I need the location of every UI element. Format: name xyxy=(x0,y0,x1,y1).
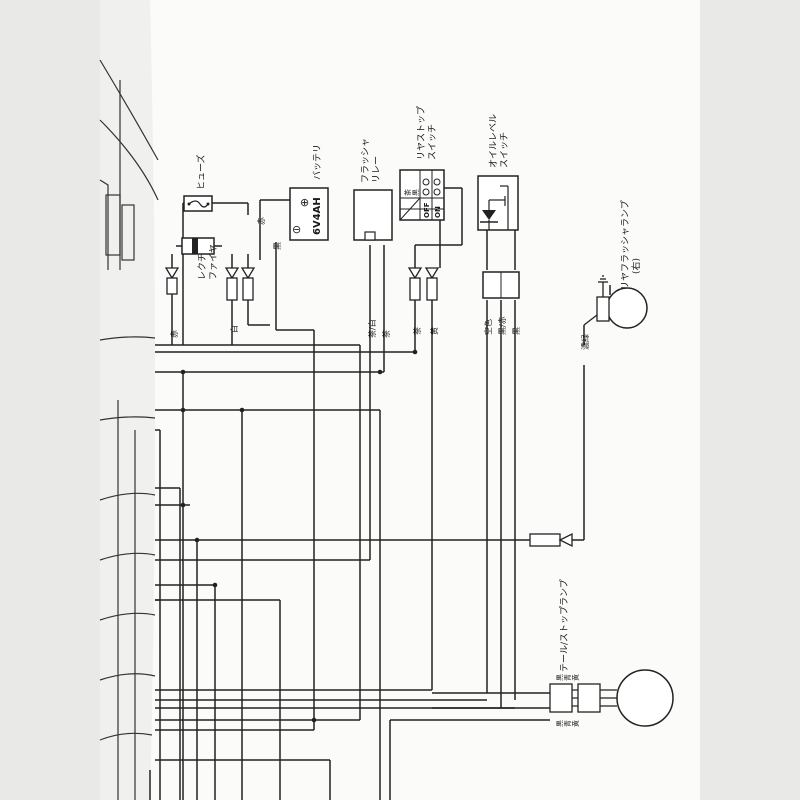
battery-label: バッテリ xyxy=(312,144,323,180)
flasher-connector xyxy=(529,532,573,548)
wire-label-rect-white: 白 xyxy=(229,325,239,333)
wire-label-flasher-green: 濃緑 xyxy=(580,334,590,350)
wire-label-stop-yellow: 黄 xyxy=(429,327,439,335)
right-margin xyxy=(700,0,800,800)
tail-stop-lamp-component xyxy=(549,669,674,727)
battery-minus: ⊖ xyxy=(292,223,301,236)
rear-stop-switch-component xyxy=(399,169,445,301)
left-page-partial xyxy=(99,59,159,800)
wire-label-oil-black-red: 黒/赤 xyxy=(498,316,507,335)
rear-flasher-lamp-component xyxy=(583,275,648,329)
wire-label-batt-black: 黒 xyxy=(273,242,282,250)
switch-header-black: 黒 xyxy=(412,189,420,196)
rear-flasher-lamp-label: リヤフラッシャランプ(右) xyxy=(620,200,642,290)
rear-stop-switch-label: リヤストップスイッチ xyxy=(416,106,438,160)
wire-label-relay-brown: 茶 xyxy=(381,330,391,338)
paper-page xyxy=(100,0,700,800)
battery-component xyxy=(289,187,329,241)
switch-header-brown: 茶 xyxy=(403,189,412,196)
flasher-relay-label: フラッシャリレー xyxy=(360,138,382,183)
relay-terminal xyxy=(364,231,376,241)
tail-stop-lamp-label: テール/ストップランプ xyxy=(559,579,570,672)
wire-label-batt-red: 赤 xyxy=(257,217,266,225)
wire-color-labels: 赤 白 赤 黒 茶/白 茶 茶 黄 空色 黒/赤 黒 濃緑 xyxy=(170,217,590,350)
rectifier-label: レクチファイヤ xyxy=(197,244,219,280)
wire-label-oil-black: 黒 xyxy=(512,327,521,335)
battery-rating: 6V4AH xyxy=(312,197,323,235)
battery-plus: ⊕ xyxy=(300,196,309,209)
wiring-lines xyxy=(149,187,611,800)
page-gutter xyxy=(100,0,155,800)
switch-row-off: OFF xyxy=(423,202,431,218)
wire-label-tail-top: 黒青黄 xyxy=(556,674,580,681)
wire-label-relay-brown-white: 茶/白 xyxy=(367,319,377,338)
fuse-component xyxy=(183,195,213,212)
wire-label-stop-brown: 茶 xyxy=(412,327,422,335)
wire-label-oil-sky: 空色 xyxy=(483,319,493,335)
junction-dots xyxy=(180,349,418,723)
wire-label-tail-bottom: 黒青黄 xyxy=(556,720,580,727)
wire-label-rect-out: 赤 xyxy=(170,330,179,338)
rectifier-component xyxy=(164,237,256,301)
oil-level-switch-label: オイルレベルスイッチ xyxy=(488,114,510,168)
fuse-label: ヒューズ xyxy=(195,154,207,190)
oil-level-switch-component xyxy=(477,175,520,299)
switch-row-on: ON xyxy=(434,206,442,218)
